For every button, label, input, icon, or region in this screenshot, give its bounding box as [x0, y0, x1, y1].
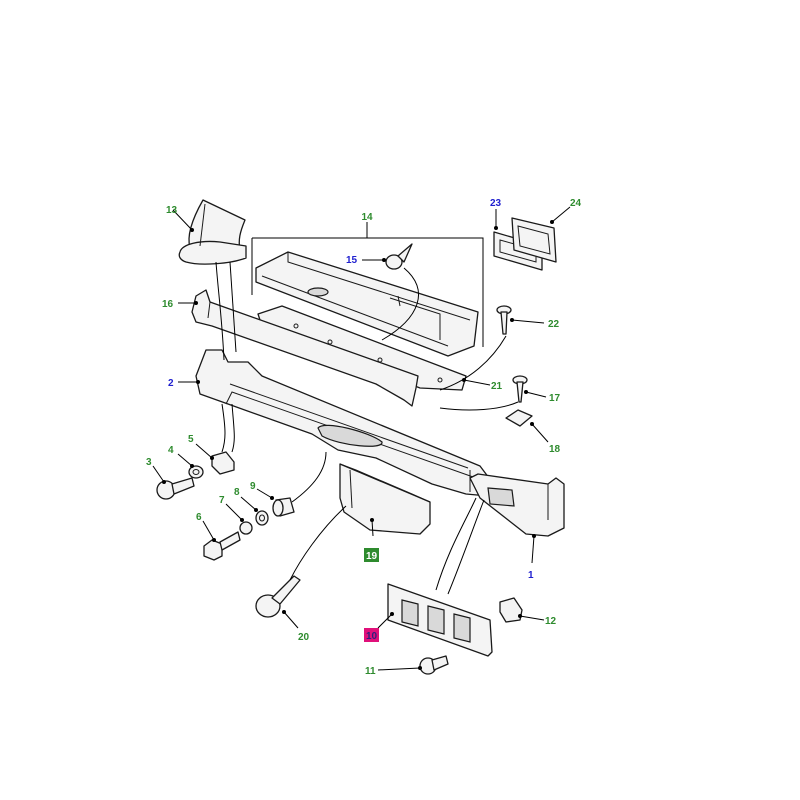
callout-19-box[interactable]: 19	[364, 548, 379, 562]
callout-20[interactable]: 20	[298, 632, 310, 643]
callout-24[interactable]: 24	[570, 198, 582, 209]
part-10-switch-panel[interactable]	[387, 583, 493, 657]
callout-3[interactable]: 3	[146, 457, 152, 468]
callout-4[interactable]: 4	[168, 445, 174, 456]
callout-7[interactable]: 7	[219, 495, 225, 506]
part-12-clip[interactable]	[499, 597, 523, 623]
part-6-bolt[interactable]	[203, 531, 241, 561]
part-24-gasket[interactable]	[511, 217, 557, 263]
callout-13[interactable]: 13	[166, 205, 178, 216]
callout-12[interactable]: 12	[545, 616, 557, 627]
part-9-spacer[interactable]	[272, 497, 295, 517]
part-3-screw[interactable]	[156, 477, 195, 500]
callouts: 13 14 15 16 2 23 24 22 21 17 18 5 4 3 7 …	[146, 198, 582, 677]
callout-10[interactable]: 10	[366, 631, 378, 642]
part-1-end-fascia[interactable]	[469, 473, 565, 537]
part-17-screw[interactable]	[512, 375, 528, 403]
callout-1[interactable]: 1	[528, 570, 534, 581]
callout-18[interactable]: 18	[549, 444, 561, 455]
callout-19[interactable]: 19	[366, 551, 378, 562]
part-16-strip[interactable]	[191, 289, 419, 407]
callout-10-box[interactable]: 10	[364, 628, 379, 642]
callout-14[interactable]: 14	[361, 212, 373, 223]
callout-9[interactable]: 9	[250, 481, 256, 492]
group-14-bracket	[251, 237, 484, 347]
part-14-panel[interactable]	[255, 251, 479, 357]
part-22-screw[interactable]	[496, 305, 512, 335]
connection-lines	[215, 261, 519, 595]
callout-16[interactable]: 16	[162, 299, 174, 310]
part-8-washer[interactable]	[255, 510, 269, 526]
part-18-nut[interactable]	[505, 409, 533, 427]
callout-6[interactable]: 6	[196, 512, 202, 523]
callout-11[interactable]: 11	[365, 666, 376, 677]
callout-15[interactable]: 15	[346, 255, 358, 266]
part-19-bin[interactable]	[339, 463, 431, 535]
part-11-screw[interactable]	[419, 655, 449, 675]
part-2-dash-panel[interactable]	[195, 349, 529, 501]
callout-23[interactable]: 23	[490, 198, 502, 209]
part-20-knob[interactable]	[255, 575, 301, 618]
part-7-washer[interactable]	[239, 521, 253, 535]
callout-21[interactable]: 21	[491, 381, 503, 392]
callout-8[interactable]: 8	[234, 487, 240, 498]
callout-5[interactable]: 5	[188, 434, 194, 445]
callout-2[interactable]: 2	[168, 378, 174, 389]
callout-22[interactable]: 22	[548, 319, 560, 330]
part-15-clip[interactable]	[385, 243, 413, 270]
callout-17[interactable]: 17	[549, 393, 561, 404]
part-5-clip[interactable]	[211, 451, 235, 475]
callout-leaders	[152, 206, 571, 671]
part-13-duct[interactable]	[178, 199, 247, 265]
part-4-washer[interactable]	[188, 465, 204, 479]
